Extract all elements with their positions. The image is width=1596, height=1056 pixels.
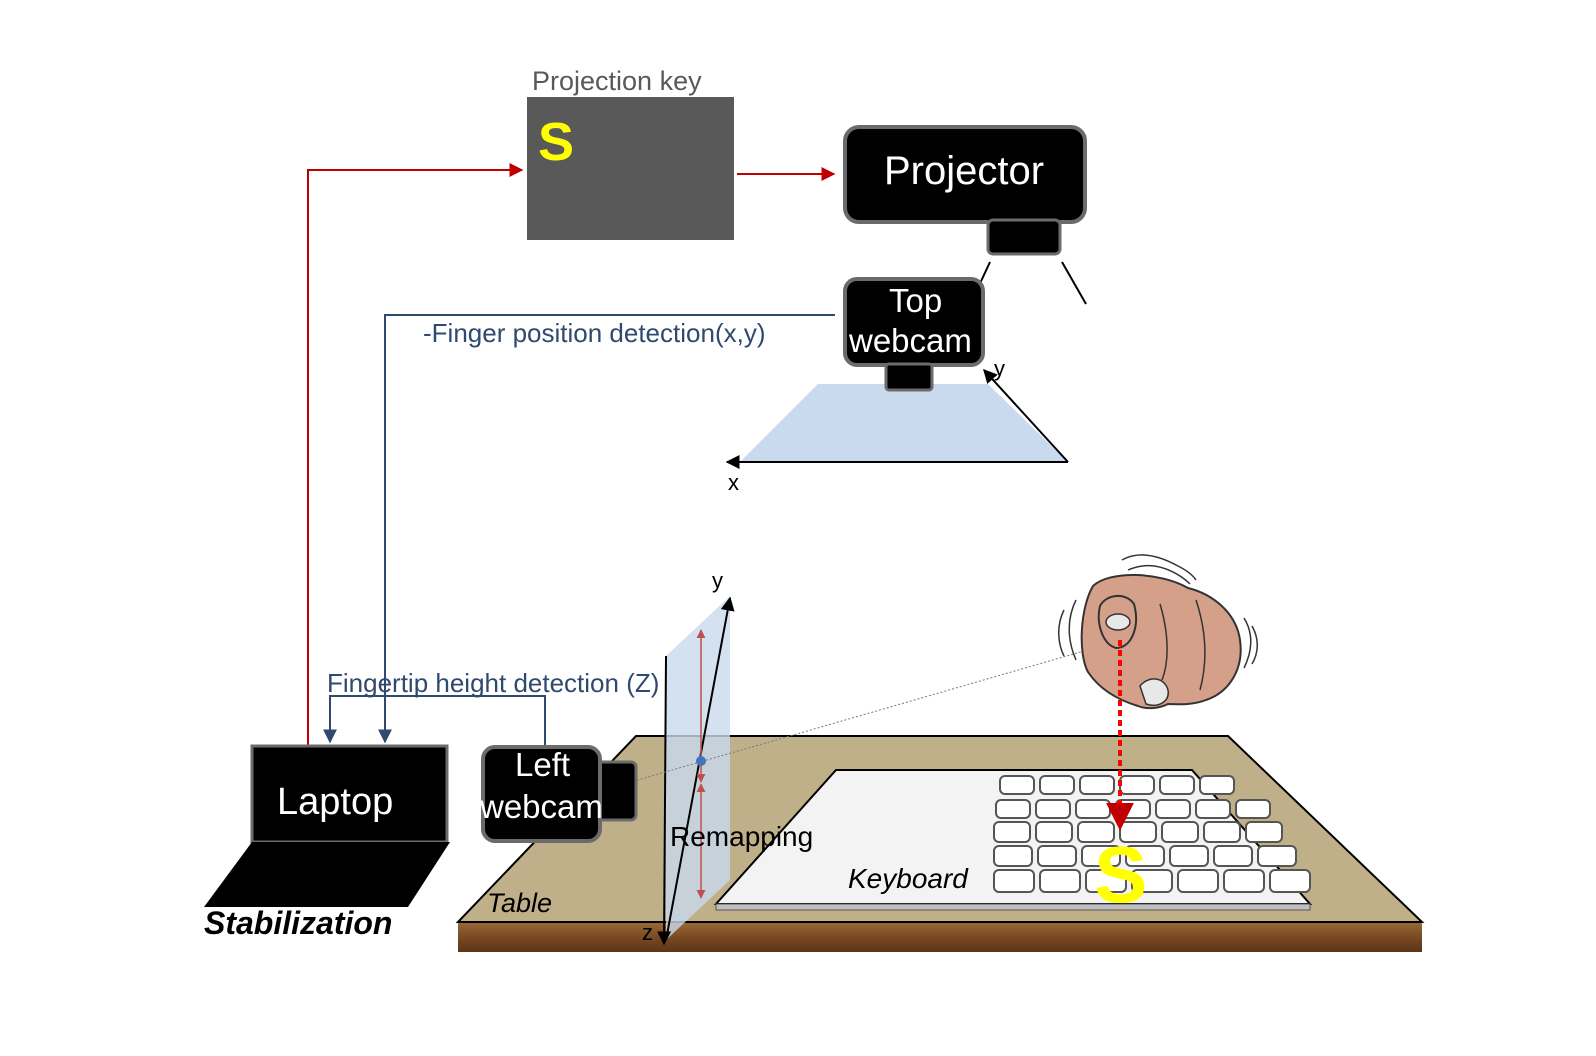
side-z-label: z [642,920,653,945]
keyboard-key [1119,775,1155,795]
top-view-plane: x y [725,356,1069,495]
keyboard-key [1079,775,1115,795]
keyboard-key [1203,821,1241,843]
keyboard-key [999,775,1035,795]
keyboard-key [1177,869,1219,893]
keyboard-key [993,845,1033,867]
keyboard-key [1223,869,1265,893]
keyboard-key [1039,869,1081,893]
keyboard-key [1035,799,1071,819]
z-signal-line [323,695,546,746]
keyboard-key [1035,821,1073,843]
table-label: Table [487,888,552,918]
side-y-axis [665,596,735,941]
projected-letter: S [1094,830,1147,919]
side-y-label: y [712,568,723,593]
keyboard-label: Keyboard [848,863,969,894]
laptop-label: Laptop [277,781,393,823]
keyboard-key [1039,775,1075,795]
left-webcam-icon: Left webcam [479,745,638,843]
keyboard-key [1235,799,1271,819]
left-webcam-line1: Left [515,746,570,783]
keyboard-key [1161,821,1199,843]
keyboard-key [1081,845,1121,867]
top-y-label: y [994,356,1005,381]
z-detection-label: Fingertip height detection (Z) [327,668,659,698]
keyboard-key [1159,775,1195,795]
keyboard-key [1155,799,1191,819]
laptop-icon: Laptop Stabilization [204,744,450,941]
top-webcam-line2: webcam [848,322,972,359]
keyboard-key [1131,869,1173,893]
top-y-axis [983,368,1069,463]
keyboard-key [1257,845,1297,867]
keyboard-key [1195,799,1231,819]
keyboard-key [1085,869,1127,893]
keyboard-key [1037,845,1077,867]
side-view-plane: y z Remapping [609,568,1123,946]
keyboard-key [1245,821,1283,843]
side-z-axis [657,655,672,946]
projection-key-title: Projection key [532,66,702,96]
sight-line [609,639,1123,789]
xy-signal-line [378,314,835,744]
keyboard-key [1199,775,1235,795]
keyboard-key [1075,799,1111,819]
top-webcam-line1: Top [889,282,942,319]
keyboard-key [1213,845,1253,867]
remapping-label: Remapping [670,821,813,852]
keyboard-key [1125,845,1165,867]
xy-detection-label: -Finger position detection(x,y) [423,318,765,348]
keyboard-key [1169,845,1209,867]
keyboard-key [1077,821,1115,843]
projector-icon: Projector [843,125,1087,305]
keyboard-key [995,799,1031,819]
keyboard-key [1269,869,1311,893]
left-webcam-line2: webcam [479,788,603,825]
projection-key: Projection key S [527,66,734,240]
projection-key-box [527,97,734,240]
hand-icon [1058,554,1258,831]
projection-key-letter: S [538,112,574,172]
stabilization-caption: Stabilization [204,905,392,941]
top-webcam-icon: Top webcam [843,277,985,392]
top-x-label: x [728,470,739,495]
projector-label: Projector [884,149,1044,193]
keyboard-key [993,821,1031,843]
fingertip-point [696,756,706,766]
keyboard-key [993,869,1035,893]
laptop-to-key-arrow [307,163,524,745]
